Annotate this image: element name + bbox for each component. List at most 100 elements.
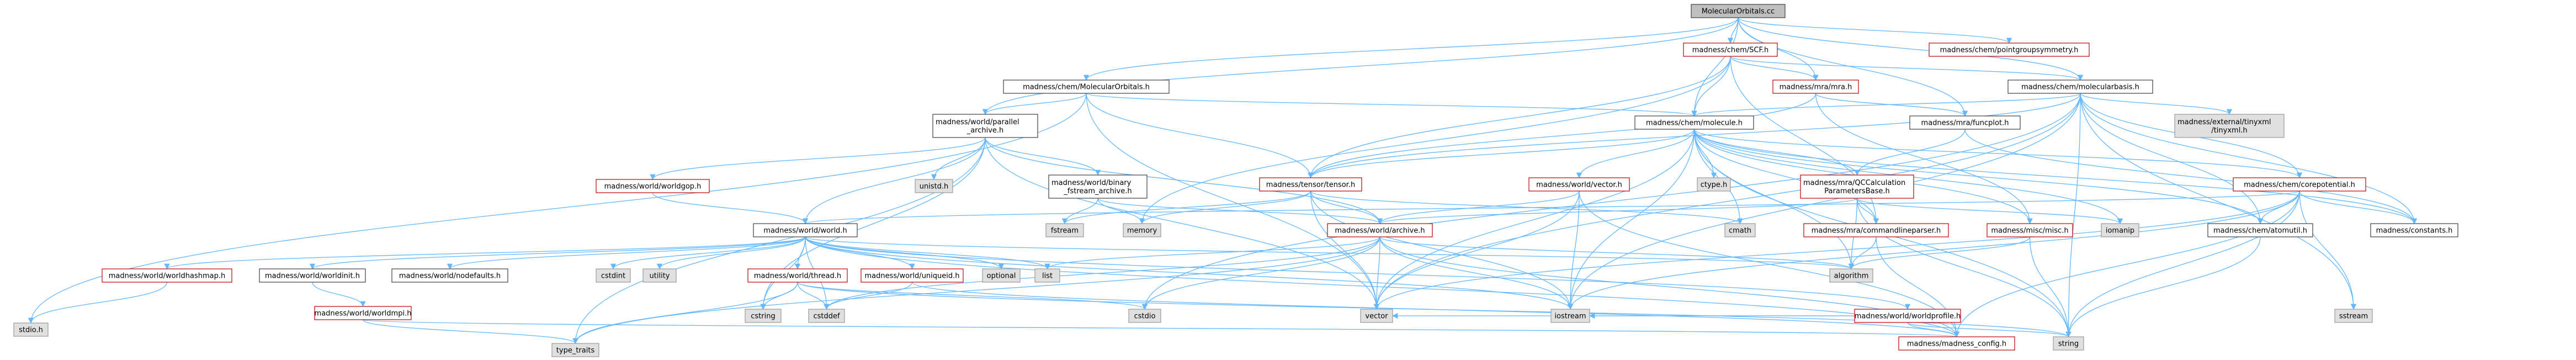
node-madness-world-vector-h[interactable]: madness/world/vector.h xyxy=(1528,177,1630,192)
node-box xyxy=(1048,174,1148,199)
node-madness-world-worldgop-h[interactable]: madness/world/worldgop.h xyxy=(596,179,710,193)
node-madness-world-binary-fstream-archive-h[interactable]: madness/world/binary_fstream_archive.h xyxy=(1048,174,1148,199)
node-madness-constants-h[interactable]: madness/constants.h xyxy=(2370,223,2458,237)
node-label: MolecularOrbitals.cc xyxy=(1702,8,1775,16)
node-madness-madness-config-h[interactable]: madness/madness_config.h xyxy=(1898,336,2015,351)
node-box xyxy=(2053,336,2084,351)
edge-world_h-to-algorithm xyxy=(805,236,1854,270)
node-box xyxy=(1987,223,2073,237)
node-box xyxy=(1128,309,1161,323)
node-box xyxy=(753,223,858,237)
edge-molorb_h-to-molecule xyxy=(1086,93,1697,117)
edge-archive-to-cstdio xyxy=(1141,236,1380,310)
node-box xyxy=(982,268,1021,283)
edge-qccalc-to-archive xyxy=(1377,198,1858,225)
node-madness-misc-misc-h[interactable]: madness/misc/misc.h xyxy=(1987,223,2073,237)
edge-root-to-pointgroup xyxy=(1738,17,2012,44)
node-molecularorbitals-cc[interactable]: MolecularOrbitals.cc xyxy=(1691,4,1786,18)
node-box xyxy=(642,268,677,283)
edge-molorb_h-to-parallel_archive xyxy=(982,93,1087,115)
edge-parallel_archive-to-type_traits xyxy=(572,137,986,345)
edge-world_h-to-list xyxy=(805,236,1050,270)
node-label: madness/mra/mra.h xyxy=(1780,83,1852,92)
node-optional: optional xyxy=(982,268,1021,283)
edge-misc-to-string xyxy=(2029,236,2072,338)
node-box xyxy=(1550,309,1590,323)
node-madness-world-thread-h[interactable]: madness/world/thread.h xyxy=(747,268,848,283)
node-label: utility xyxy=(650,272,670,280)
nodes-layer: MolecularOrbitals.cc madness/chem/SCF.h ma… xyxy=(13,4,2458,357)
node-box xyxy=(1697,177,1731,192)
edge-molbasis-to-vector xyxy=(1373,93,2081,310)
node-madness-world-worldprofile-h[interactable]: madness/world/worldprofile.h xyxy=(1854,309,1961,323)
node-madness-world-worldhashmap-h[interactable]: madness/world/worldhashmap.h xyxy=(102,268,232,283)
node-box xyxy=(1045,223,1084,237)
edge-molecule-to-iostream xyxy=(1567,129,1695,310)
node-label: madness/world/worldinit.h xyxy=(265,272,360,280)
node-label: madness/constants.h xyxy=(2376,227,2453,235)
node-madness-world-nodefaults-h[interactable]: madness/world/nodefaults.h xyxy=(391,268,508,283)
node-box xyxy=(2233,177,2366,192)
node-madness-mra-funcplot-h[interactable]: madness/mra/funcplot.h xyxy=(1909,115,2021,130)
edge-uniqueid-to-cstddef xyxy=(824,282,913,310)
node-iomanip: iomanip xyxy=(2101,223,2139,237)
node-madness-external-tinyxml-tinyxml-h: madness/external/tinyxml/tinyxml.h xyxy=(2174,114,2285,138)
node-madness-world-parallel-archive-h[interactable]: madness/world/parallel_archive.h xyxy=(932,114,1038,138)
node-label: unistd.h xyxy=(920,183,949,191)
node-box xyxy=(1123,223,1161,237)
edge-worldinit-to-worldmpi xyxy=(312,282,366,308)
edge-cmdlineparser-to-algorithm xyxy=(1848,236,1877,270)
node-madness-world-archive-h[interactable]: madness/world/archive.h xyxy=(1327,223,1433,237)
node-madness-chem-molecularorbitals-h[interactable]: madness/chem/MolecularOrbitals.h xyxy=(1003,80,1170,94)
node-box xyxy=(551,343,599,357)
node-box xyxy=(745,309,782,323)
node-madness-world-uniqueid-h[interactable]: madness/world/uniqueid.h xyxy=(861,268,964,283)
node-madness-chem-molecule-h[interactable]: madness/chem/molecule.h xyxy=(1634,115,1754,130)
edge-tensor-to-iostream xyxy=(1310,190,1574,310)
node-madness-chem-scf-h[interactable]: madness/chem/SCF.h xyxy=(1683,43,1778,57)
node-type-traits: type_traits xyxy=(551,343,599,357)
node-box xyxy=(1803,223,1949,237)
edge-atomutil-to-string xyxy=(2065,236,2261,338)
node-fstream: fstream xyxy=(1045,223,1084,237)
edge-archive-to-cstddef xyxy=(824,236,1380,310)
node-madness-mra-mra-h[interactable]: madness/mra/mra.h xyxy=(1772,80,1859,94)
edge-parallel_archive-to-archive xyxy=(985,137,1383,225)
edge-molecule-to-vector xyxy=(1373,129,1695,310)
node-madness-chem-molecularbasis-h[interactable]: madness/chem/molecularbasis.h xyxy=(2007,80,2153,94)
node-madness-tensor-tensor-h[interactable]: madness/tensor/tensor.h xyxy=(1259,177,1362,192)
node-madness-world-world-h[interactable]: madness/world/world.h xyxy=(753,223,858,237)
node-ctype-h: ctype.h xyxy=(1697,177,1731,192)
edges-layer xyxy=(28,17,2418,345)
node-box xyxy=(2370,223,2458,237)
node-label: vector xyxy=(1365,313,1388,321)
node-madness-chem-pointgroupsymmetry-h[interactable]: madness/chem/pointgroupsymmetry.h xyxy=(1929,43,2090,57)
edge-molbasis-to-atomutil xyxy=(2080,93,2264,225)
node-label: madness/chem/SCF.h xyxy=(1692,46,1769,55)
node-label: madness/world/worldprofile.h xyxy=(1855,313,1961,321)
node-box xyxy=(259,268,366,283)
edge-molecule-to-constants xyxy=(1693,129,2418,225)
node-label: madness/world/worldmpi.h xyxy=(315,310,412,318)
edge-scf-to-tensor xyxy=(1308,56,1731,179)
node-madness-mra-commandlineparser-h[interactable]: madness/mra/commandlineparser.h xyxy=(1803,223,1949,237)
node-box xyxy=(596,268,631,283)
node-madness-chem-atomutil-h[interactable]: madness/chem/atomutil.h xyxy=(2207,223,2313,237)
node-box xyxy=(2101,223,2139,237)
node-box xyxy=(747,268,848,283)
node-madness-world-worldmpi-h[interactable]: madness/world/worldmpi.h xyxy=(314,306,412,320)
edge-scf-to-mra_h xyxy=(1730,56,1819,81)
node-label: cstdint xyxy=(601,272,625,280)
node-box xyxy=(1724,223,1756,237)
node-madness-world-worldinit-h[interactable]: madness/world/worldinit.h xyxy=(259,268,366,283)
node-madness-chem-corepotential-h[interactable]: madness/chem/corepotential.h xyxy=(2233,177,2366,192)
node-madness-mra-qccalculationparametersbase-h[interactable]: madness/mra/QCCalculationParametersBase.… xyxy=(1800,174,1914,199)
edge-archive-to-algorithm xyxy=(1379,236,1854,270)
node-label: _fstream_archive.h xyxy=(1063,187,1132,195)
node-label: madness/chem/molecularbasis.h xyxy=(2021,83,2139,92)
node-box xyxy=(1634,115,1754,130)
edge-world_h-to-hashmap xyxy=(164,236,806,270)
node-box xyxy=(314,306,412,320)
node-label: cstring xyxy=(751,313,775,321)
